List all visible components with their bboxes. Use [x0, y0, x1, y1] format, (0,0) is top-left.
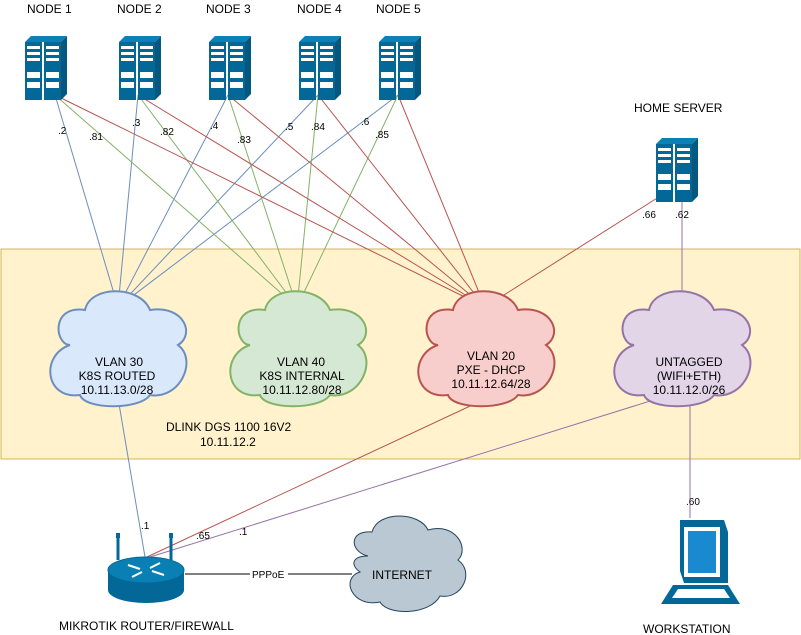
svg-text:.66: .66: [642, 210, 656, 221]
internet-cloud: INTERNET: [349, 515, 467, 613]
svg-text:NODE 5: NODE 5: [376, 2, 421, 16]
server-icon: [209, 36, 251, 100]
links-red: [54, 94, 663, 558]
svg-text:VLAN 20: VLAN 20: [467, 349, 515, 363]
svg-text:NODE 3: NODE 3: [206, 2, 251, 16]
vlan-40-cloud: VLAN 40 K8S INTERNAL 10.11.12.80/28: [229, 290, 368, 408]
svg-text:10.11.13.0/28: 10.11.13.0/28: [81, 383, 154, 397]
svg-text:HOME SERVER: HOME SERVER: [634, 101, 723, 115]
home-server: HOME SERVER: [634, 101, 723, 202]
svg-text:(WIFI+ETH): (WIFI+ETH): [657, 369, 721, 383]
svg-text:DLINK DGS 1100 16V2: DLINK DGS 1100 16V2: [166, 420, 292, 434]
svg-text:.83: .83: [237, 135, 251, 146]
svg-text:.62: .62: [675, 210, 689, 221]
svg-text:.84: .84: [311, 122, 325, 133]
svg-text:VLAN 40: VLAN 40: [277, 355, 325, 369]
server-icon: [299, 36, 341, 100]
svg-text:.6: .6: [361, 117, 370, 128]
router: MIKROTIK ROUTER/FIREWALL: [59, 533, 234, 633]
svg-text:.3: .3: [132, 118, 141, 129]
node-5: NODE 5: [376, 2, 421, 100]
svg-text:VLAN 30: VLAN 30: [95, 355, 143, 369]
vlan-20-cloud: VLAN 20 PXE - DHCP 10.11.12.64/28: [417, 290, 556, 408]
router-icon: [107, 556, 185, 584]
svg-text:WORKSTATION: WORKSTATION: [643, 622, 731, 635]
svg-text:K8S INTERNAL: K8S INTERNAL: [259, 369, 345, 383]
svg-text:NODE 4: NODE 4: [297, 2, 342, 16]
vlan-30-cloud: VLAN 30 K8S ROUTED 10.11.13.0/28: [49, 290, 188, 408]
svg-text:NODE 1: NODE 1: [27, 2, 72, 16]
node-3: NODE 3: [206, 2, 251, 100]
node-4: NODE 4: [297, 2, 342, 100]
server-icon: [25, 36, 67, 100]
svg-text:.60: .60: [686, 497, 700, 508]
svg-text:PXE - DHCP: PXE - DHCP: [457, 363, 526, 377]
links-green: [54, 94, 399, 308]
svg-text:PPPoE: PPPoE: [252, 570, 285, 581]
links-purple: [149, 195, 691, 558]
node-2: NODE 2: [117, 2, 162, 100]
svg-text:.82: .82: [160, 127, 174, 138]
svg-text:.81: .81: [89, 132, 103, 143]
svg-text:K8S ROUTED: K8S ROUTED: [79, 369, 156, 383]
server-icon: [379, 36, 421, 100]
svg-text:.4: .4: [210, 121, 219, 132]
server-icon: [119, 36, 161, 100]
svg-text:10.11.12.2: 10.11.12.2: [200, 435, 256, 449]
workstation: WORKSTATION: [643, 520, 740, 635]
link-labels: .2 .81 .3 .82 .4 .83 .5 .84 .6 .85 .66 .…: [58, 117, 700, 581]
svg-text:.1: .1: [239, 527, 248, 538]
untagged-cloud: UNTAGGED (WIFI+ETH) 10.11.12.0/26: [613, 290, 752, 408]
svg-text:.5: .5: [285, 122, 294, 133]
svg-text:10.11.12.0/26: 10.11.12.0/26: [653, 383, 726, 397]
link-router-vlan30: [117, 397, 146, 558]
svg-text:10.11.12.80/28: 10.11.12.80/28: [262, 383, 342, 397]
node-1: NODE 1: [25, 2, 72, 100]
svg-text:.85: .85: [375, 130, 389, 141]
svg-text:.2: .2: [58, 126, 67, 137]
svg-text:INTERNET: INTERNET: [372, 568, 433, 582]
svg-text:NODE 2: NODE 2: [117, 2, 162, 16]
svg-text:10.11.12.64/28: 10.11.12.64/28: [451, 377, 531, 391]
server-icon: [656, 138, 698, 202]
svg-text:UNTAGGED: UNTAGGED: [655, 355, 722, 369]
svg-text:MIKROTIK ROUTER/FIREWALL: MIKROTIK ROUTER/FIREWALL: [59, 619, 234, 633]
svg-text:.65: .65: [196, 531, 210, 542]
switch-label: DLINK DGS 1100 16V2 10.11.12.2: [166, 420, 292, 449]
svg-text:.1: .1: [141, 521, 150, 532]
